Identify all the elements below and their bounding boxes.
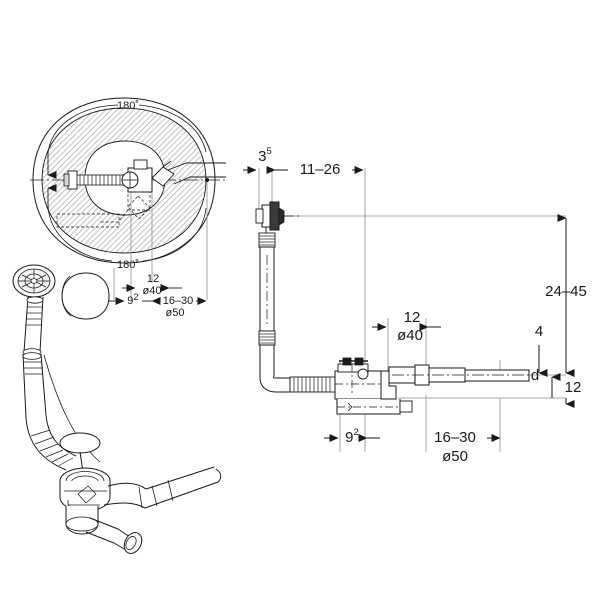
plan-outlet-pipe [167, 162, 226, 185]
plan-dim-9-label: 92 [127, 292, 138, 307]
overflow-rosette [12, 264, 56, 298]
plan-dim-16-30-label: 16–30 [163, 295, 194, 307]
flexible-hose-bend [25, 414, 77, 471]
waste-body [59, 467, 111, 535]
elev-overflow-head [255, 201, 285, 233]
elev-dim-12r-label: 12 [565, 379, 582, 396]
plan-dim-d40-label: ø40 [143, 285, 162, 297]
elev-dim-9-label: 92 [345, 427, 359, 446]
elevation-view: 35 11–26 [243, 146, 587, 465]
elev-dim-d-label: d [531, 367, 539, 384]
isometric-view [12, 264, 222, 554]
elev-dim-12-label: 12 [404, 309, 421, 326]
plan-axis-node [204, 177, 210, 183]
plan-angle-arc-top [47, 104, 119, 154]
branch-spigot [85, 517, 143, 554]
elev-dim-d40-label: ø40 [397, 327, 423, 344]
elev-dim-16-30-label: 16–30 [434, 429, 476, 446]
elev-dim-35-label: 35 [258, 146, 272, 165]
plan-waste-body [121, 159, 175, 193]
plan-angle-bottom-label: 180˚ [117, 259, 139, 271]
iso-guide-curve [43, 354, 101, 463]
elev-outlet-pipe [380, 364, 530, 400]
elev-dim-d50-label: ø50 [442, 448, 468, 465]
plan-overflow-hose [63, 170, 129, 190]
plan-angle-arc-top2 [138, 104, 207, 153]
plan-view: 180˚ 180˚ 12 ø40 92 16–30 ø50 [30, 97, 226, 319]
elev-dim-24-45-label: 24–45 [545, 283, 587, 300]
plan-extension-lines [113, 182, 208, 300]
plan-dim-12-label: 12 [147, 273, 159, 285]
elev-corrugated-link [289, 376, 336, 393]
elev-overflow-pipe [258, 232, 291, 393]
cover-cap [61, 272, 110, 320]
elev-waste-body [334, 357, 413, 415]
flexible-hose-mid [22, 352, 47, 419]
plan-hidden-detail [56, 191, 151, 228]
elev-dim-4-label: 4 [535, 323, 543, 340]
plan-angle-top-label: 180˚ [117, 100, 139, 112]
plan-angle-arc-bot [47, 205, 113, 262]
plan-dim-d50-label: ø50 [166, 307, 185, 319]
elev-dim-11-26-label: 11–26 [300, 161, 341, 178]
outlet-pipe [103, 466, 222, 509]
plan-angle-arc-bot2 [142, 207, 207, 262]
